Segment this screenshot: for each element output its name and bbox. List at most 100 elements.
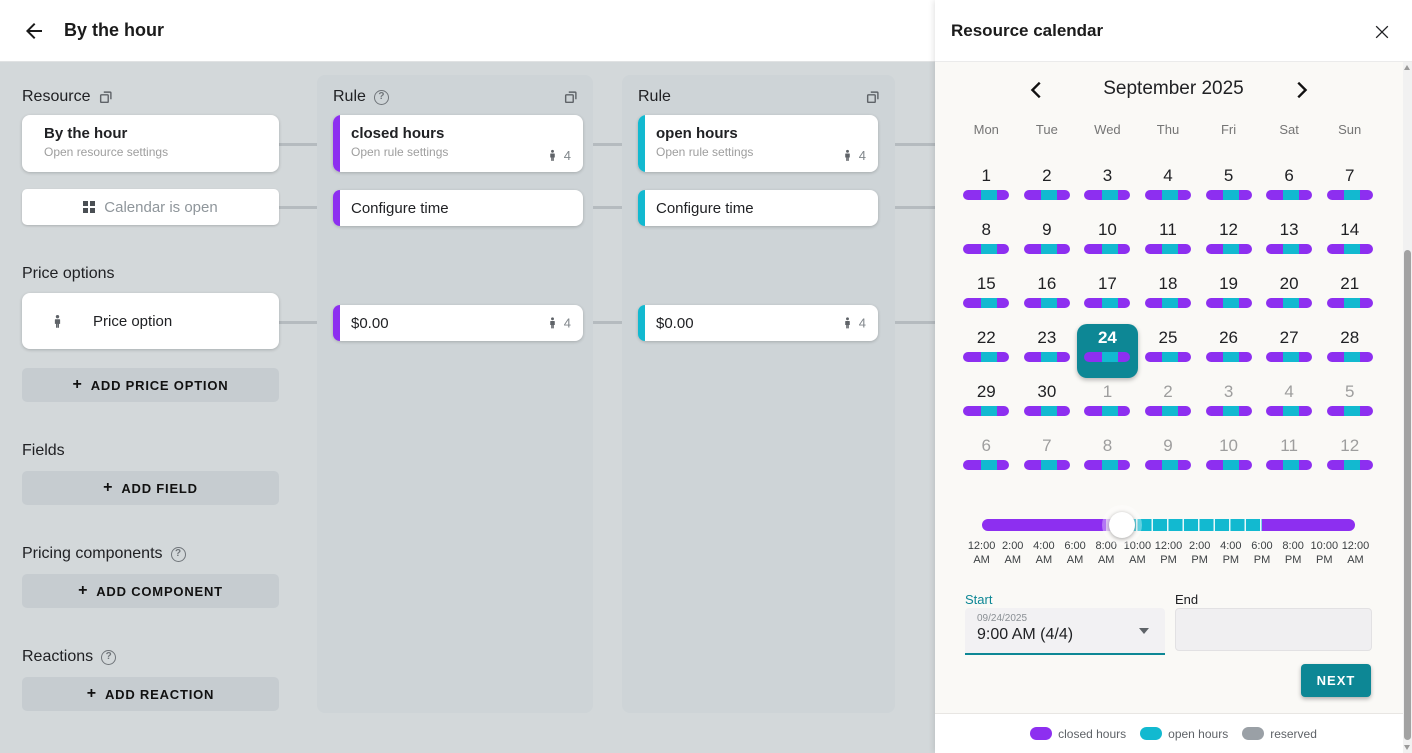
calendar-day[interactable]: 11 bbox=[1138, 216, 1199, 270]
calendar-day[interactable]: 9 bbox=[1017, 216, 1078, 270]
resource-card-subtitle: Open resource settings bbox=[44, 145, 169, 159]
scrollbar-thumb[interactable] bbox=[1404, 250, 1411, 740]
rule-accent-bar bbox=[638, 115, 645, 172]
calendar-day[interactable]: 18 bbox=[1138, 270, 1199, 324]
rule-column-closed-hours: Rule ? closed hours Open rule settings 4… bbox=[317, 75, 593, 713]
close-icon bbox=[1372, 22, 1392, 42]
calendar-day[interactable]: 3 bbox=[1077, 162, 1138, 216]
resource-card[interactable]: By the hour Open resource settings bbox=[22, 115, 279, 172]
calendar-day[interactable]: 5 bbox=[1319, 378, 1380, 432]
back-button[interactable] bbox=[14, 11, 54, 51]
calendar-day[interactable]: 1 bbox=[1077, 378, 1138, 432]
rule-price-card[interactable]: $0.00 4 bbox=[638, 305, 878, 341]
calendar-day[interactable]: 4 bbox=[1138, 162, 1199, 216]
copy-icon[interactable] bbox=[98, 89, 114, 105]
calendar-day[interactable]: 7 bbox=[1017, 432, 1078, 486]
calendar-day[interactable]: 24 bbox=[1077, 324, 1138, 378]
calendar-day[interactable]: 1 bbox=[956, 162, 1017, 216]
day-number: 4 bbox=[1163, 166, 1173, 185]
close-button[interactable] bbox=[1370, 20, 1394, 44]
next-button[interactable]: NEXT bbox=[1301, 664, 1371, 697]
day-number: 29 bbox=[976, 382, 996, 401]
fields-label: Fields bbox=[22, 442, 65, 459]
calendar-day[interactable]: 6 bbox=[1259, 162, 1320, 216]
calendar-day[interactable]: 27 bbox=[1259, 324, 1320, 378]
calendar-day[interactable]: 15 bbox=[956, 270, 1017, 324]
day-availability-bar bbox=[1205, 244, 1252, 254]
calendar-day[interactable]: 10 bbox=[1198, 432, 1259, 486]
next-month-button[interactable] bbox=[1287, 76, 1315, 104]
day-number: 6 bbox=[1284, 166, 1294, 185]
day-number: 11 bbox=[1159, 220, 1177, 239]
calendar-day[interactable]: 4 bbox=[1259, 378, 1320, 432]
calendar-day[interactable]: 16 bbox=[1017, 270, 1078, 324]
calendar-day[interactable]: 3 bbox=[1198, 378, 1259, 432]
calendar-state-button[interactable]: Calendar is open bbox=[22, 189, 279, 225]
calendar-day[interactable]: 23 bbox=[1017, 324, 1078, 378]
scroll-up-arrow-icon[interactable] bbox=[1404, 65, 1410, 70]
start-time-select[interactable]: 09/24/2025 9:00 AM (4/4) bbox=[965, 608, 1165, 655]
day-hours-slider-track[interactable] bbox=[982, 519, 1355, 531]
plus-icon: + bbox=[78, 582, 89, 599]
help-icon[interactable]: ? bbox=[170, 546, 186, 562]
calendar-day[interactable]: 2 bbox=[1017, 162, 1078, 216]
slider-segment-open bbox=[1121, 519, 1262, 531]
day-number: 23 bbox=[1037, 328, 1057, 347]
rule-accent-bar bbox=[333, 115, 340, 172]
calendar-day[interactable]: 20 bbox=[1259, 270, 1320, 324]
slider-handle[interactable] bbox=[1108, 512, 1135, 538]
previous-month-button[interactable] bbox=[1023, 76, 1051, 104]
day-availability-bar bbox=[1084, 460, 1131, 470]
calendar-day[interactable]: 17 bbox=[1077, 270, 1138, 324]
calendar-day[interactable]: 21 bbox=[1319, 270, 1380, 324]
calendar-day[interactable]: 12 bbox=[1319, 432, 1380, 486]
calendar-day[interactable]: 7 bbox=[1319, 162, 1380, 216]
copy-icon[interactable] bbox=[865, 89, 881, 105]
calendar-day[interactable]: 10 bbox=[1077, 216, 1138, 270]
calendar-day[interactable]: 26 bbox=[1198, 324, 1259, 378]
price-option-card[interactable]: Price option bbox=[22, 293, 279, 349]
calendar-day[interactable]: 25 bbox=[1138, 324, 1199, 378]
help-icon[interactable]: ? bbox=[101, 649, 117, 665]
calendar-day[interactable]: 11 bbox=[1259, 432, 1320, 486]
calendar-day[interactable]: 22 bbox=[956, 324, 1017, 378]
calendar-day[interactable]: 2 bbox=[1138, 378, 1199, 432]
add-price-option-button[interactable]: + ADD PRICE OPTION bbox=[22, 368, 279, 402]
add-reaction-button[interactable]: + ADD REACTION bbox=[22, 677, 279, 711]
day-number: 27 bbox=[1279, 328, 1299, 347]
add-component-button[interactable]: + ADD COMPONENT bbox=[22, 574, 279, 608]
help-icon[interactable]: ? bbox=[373, 89, 389, 105]
day-number: 12 bbox=[1219, 220, 1239, 239]
calendar-day[interactable]: 14 bbox=[1319, 216, 1380, 270]
rule-card-closed-hours[interactable]: closed hours Open rule settings 4 bbox=[333, 115, 583, 172]
calendar-day[interactable]: 6 bbox=[956, 432, 1017, 486]
end-time-input[interactable] bbox=[1175, 608, 1372, 651]
rule-card-open-hours[interactable]: open hours Open rule settings 4 bbox=[638, 115, 878, 172]
calendar-day[interactable]: 9 bbox=[1138, 432, 1199, 486]
calendar-day[interactable]: 8 bbox=[956, 216, 1017, 270]
calendar-day[interactable]: 12 bbox=[1198, 216, 1259, 270]
calendar-day[interactable]: 13 bbox=[1259, 216, 1320, 270]
calendar-day[interactable]: 8 bbox=[1077, 432, 1138, 486]
calendar-day[interactable]: 19 bbox=[1198, 270, 1259, 324]
scroll-down-arrow-icon[interactable] bbox=[1404, 745, 1410, 750]
calendar-day[interactable]: 28 bbox=[1319, 324, 1380, 378]
calendar-day[interactable]: 30 bbox=[1017, 378, 1078, 432]
rule-price-card[interactable]: $0.00 4 bbox=[333, 305, 583, 341]
day-number: 18 bbox=[1158, 274, 1178, 293]
calendar-day[interactable]: 5 bbox=[1198, 162, 1259, 216]
add-field-button[interactable]: + ADD FIELD bbox=[22, 471, 279, 505]
weekday-label: Fri bbox=[1220, 122, 1237, 137]
day-availability-bar bbox=[1326, 190, 1373, 200]
scrollbar[interactable] bbox=[1403, 62, 1412, 753]
configure-time-card[interactable]: Configure time bbox=[638, 190, 878, 226]
calendar-day[interactable]: 29 bbox=[956, 378, 1017, 432]
copy-icon[interactable] bbox=[563, 89, 579, 105]
configure-time-card[interactable]: Configure time bbox=[333, 190, 583, 226]
drawer-title: Resource calendar bbox=[951, 20, 1104, 40]
